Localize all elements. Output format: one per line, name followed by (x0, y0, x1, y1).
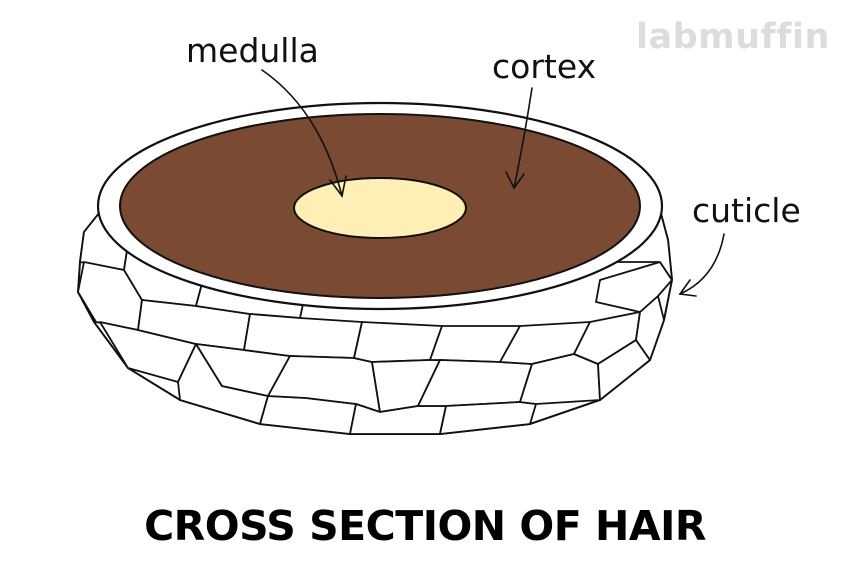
cuticle-scale (243, 313, 363, 359)
medulla-pointer-arrowhead (329, 175, 347, 198)
cuticle-scale (353, 321, 443, 363)
cortex-label: cortex (492, 47, 597, 86)
medulla-pointer-arrow (261, 69, 343, 197)
cortex-pointer-arrowhead (505, 171, 525, 190)
watermark-logo: labmuffin (636, 17, 830, 57)
cuticle-scale (439, 401, 537, 435)
cortex-pointer-arrow (513, 87, 533, 189)
medulla-core (293, 177, 467, 239)
diagram-title: CROSS SECTION OF HAIR (144, 502, 706, 550)
medulla-label: medulla (186, 31, 319, 70)
label-pointers (261, 69, 725, 297)
cuticle-pointer-arrow (679, 233, 725, 295)
cuticle-pointer-arrowhead (678, 279, 697, 297)
cuticle-scale (349, 403, 447, 435)
cuticle-label: cuticle (692, 191, 801, 230)
cuticle-scales (77, 209, 673, 435)
